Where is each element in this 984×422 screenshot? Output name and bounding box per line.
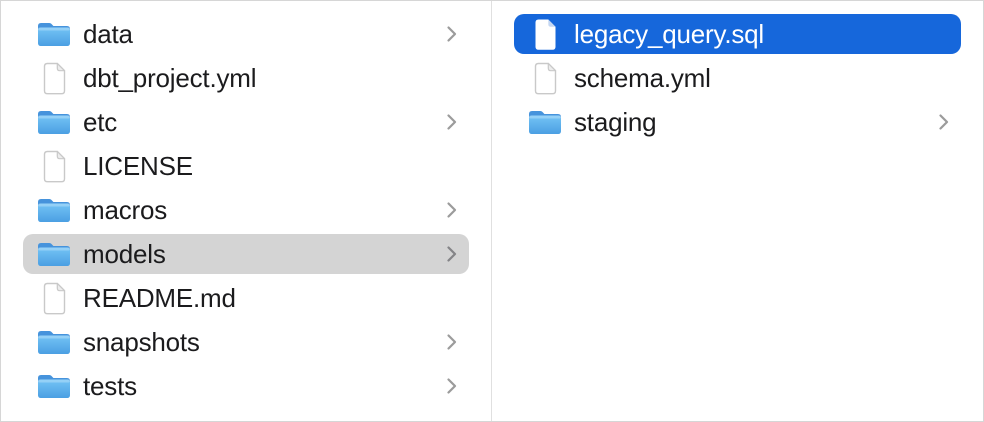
folder-row[interactable]: etc [23,102,469,142]
folder-icon [37,105,71,139]
file-icon [37,149,71,183]
list-item[interactable]: staging [492,100,983,144]
file-icon [534,62,556,94]
file-icon [528,17,562,51]
folder-icon [38,375,70,398]
chevron-right-icon [445,377,457,395]
file-column-right: legacy_query.sql schema.yml staging [492,1,983,421]
file-icon [43,282,65,314]
chevron-right-icon [446,202,456,218]
folder-icon [37,237,71,271]
file-name: macros [83,194,168,225]
file-name: models [83,238,166,269]
file-icon [528,61,562,95]
list-item[interactable]: snapshots [1,320,491,364]
file-icon [43,62,65,94]
file-name: README.md [83,282,236,313]
folder-row[interactable]: data [23,14,469,54]
file-row[interactable]: dbt_project.yml [23,58,469,98]
file-row[interactable]: LICENSE [23,146,469,186]
file-name: LICENSE [83,150,193,181]
file-name: snapshots [83,326,200,357]
folder-row[interactable]: tests [23,366,469,406]
list-item[interactable]: data [1,12,491,56]
chevron-right-icon [445,333,457,351]
folder-icon [37,369,71,403]
list-item[interactable]: macros [1,188,491,232]
file-row[interactable]: schema.yml [514,58,961,98]
file-name: etc [83,106,118,137]
file-name: dbt_project.yml [83,62,257,93]
folder-icon [529,111,561,134]
chevron-right-icon [445,245,457,263]
file-name: schema.yml [574,62,711,93]
file-icon [37,61,71,95]
folder-icon [38,23,70,46]
folder-icon [38,199,70,222]
list-item[interactable]: dbt_project.yml [1,56,491,100]
chevron-right-icon [937,113,949,131]
list-item[interactable]: schema.yml [492,56,983,100]
chevron-right-icon [446,26,456,42]
folder-icon [38,111,70,134]
list-item[interactable]: README.md [1,276,491,320]
chevron-right-icon [938,114,948,130]
file-column-left: data dbt_project.yml etc LICENSE macros [1,1,492,421]
folder-icon [38,331,70,354]
chevron-right-icon [446,114,456,130]
folder-icon [38,243,70,266]
folder-row[interactable]: models [23,234,469,274]
chevron-right-icon [446,334,456,350]
file-name: tests [83,370,137,401]
list-item[interactable]: legacy_query.sql [492,12,983,56]
list-item[interactable]: models [1,232,491,276]
folder-icon [37,193,71,227]
list-item[interactable]: tests [1,364,491,408]
file-row[interactable]: legacy_query.sql [514,14,961,54]
file-icon [37,281,71,315]
chevron-right-icon [446,246,456,262]
file-name: data [83,18,133,49]
file-row[interactable]: README.md [23,278,469,318]
list-item[interactable]: LICENSE [1,144,491,188]
chevron-right-icon [445,25,457,43]
list-item[interactable]: etc [1,100,491,144]
folder-icon [37,17,71,51]
file-icon [535,19,555,50]
folder-icon [528,105,562,139]
folder-icon [37,325,71,359]
folder-row[interactable]: snapshots [23,322,469,362]
chevron-right-icon [445,201,457,219]
file-icon [43,150,65,182]
folder-row[interactable]: staging [514,102,961,142]
file-name: legacy_query.sql [574,18,764,49]
chevron-right-icon [445,113,457,131]
folder-row[interactable]: macros [23,190,469,230]
file-name: staging [574,106,657,137]
chevron-right-icon [446,378,456,394]
